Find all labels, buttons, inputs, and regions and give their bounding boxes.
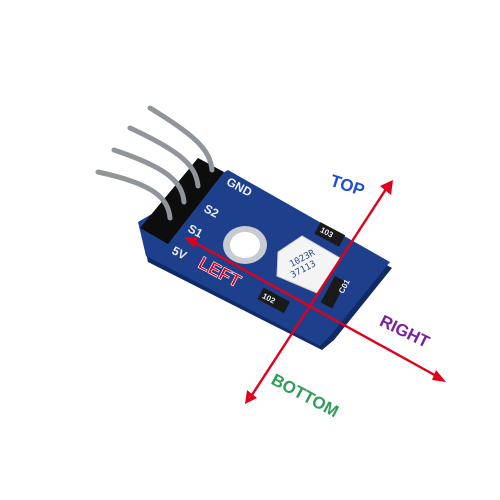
resistor-r1	[314, 222, 346, 247]
arrow-right-head	[432, 370, 446, 382]
pcb-board	[138, 170, 392, 350]
pin-s2	[127, 125, 201, 189]
resistor-r2	[257, 287, 291, 314]
pin-s1	[111, 147, 187, 205]
vertical-axis-line	[248, 185, 390, 399]
direction-axes	[184, 180, 446, 404]
pin-gnd	[147, 105, 215, 173]
arrow-bottom-head	[245, 390, 257, 404]
horizontal-axis-line	[189, 238, 441, 380]
pin-5v	[95, 169, 173, 221]
arrow-left-head	[184, 237, 198, 248]
pin-header	[95, 105, 224, 244]
arrow-top-head	[380, 180, 393, 195]
capacitor-c1	[320, 275, 347, 309]
